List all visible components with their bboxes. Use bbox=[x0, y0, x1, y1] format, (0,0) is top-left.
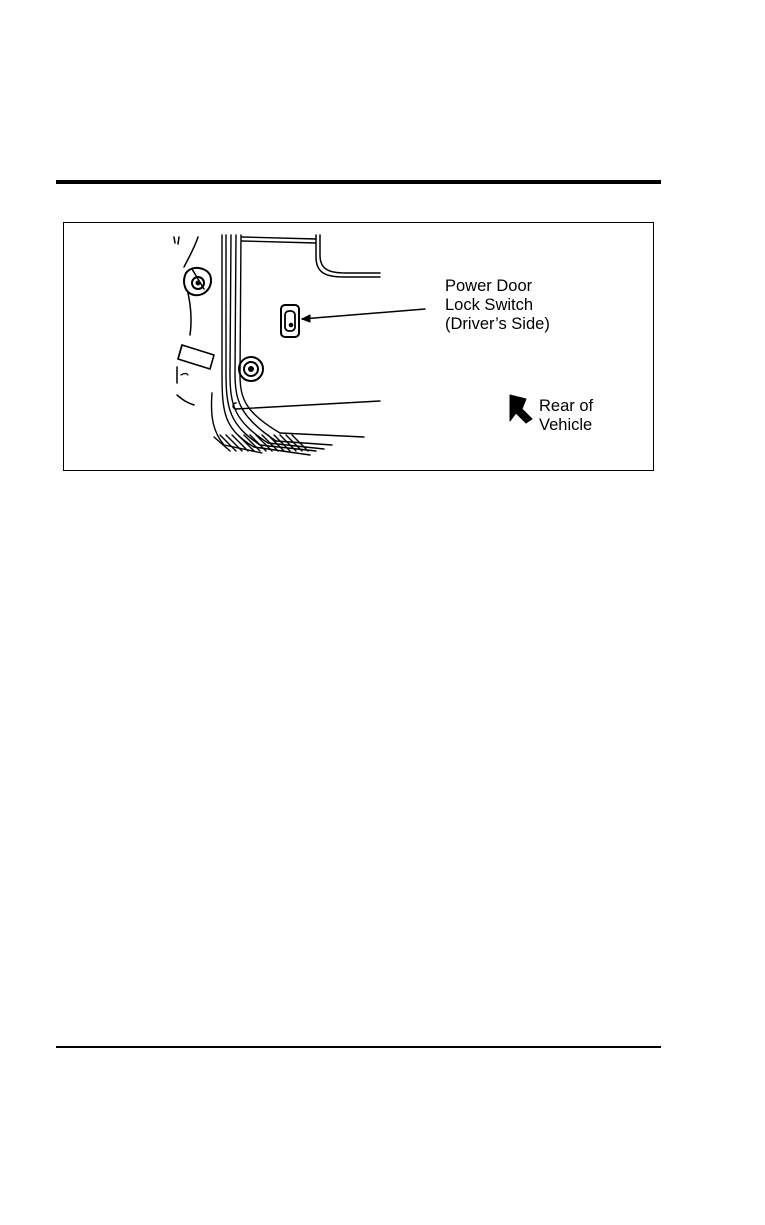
footer-rule bbox=[56, 1046, 661, 1048]
door-illustration-figure: Power Door Lock Switch (Driver’s Side) R… bbox=[63, 222, 654, 471]
door-lock-switch-icon bbox=[281, 305, 299, 337]
switch-callout-label: Power Door Lock Switch (Driver’s Side) bbox=[445, 277, 550, 334]
switch-leader-line bbox=[302, 309, 425, 322]
switch-callout-line3: (Driver’s Side) bbox=[445, 315, 550, 334]
rear-callout-line1: Rear of bbox=[539, 397, 593, 416]
weatherstrip-lines bbox=[212, 235, 365, 455]
switch-callout-line2: Lock Switch bbox=[445, 296, 550, 315]
switch-callout-line1: Power Door bbox=[445, 277, 550, 296]
rear-callout-label: Rear of Vehicle bbox=[539, 397, 593, 435]
grommet-icon bbox=[239, 357, 263, 381]
door-check-strap bbox=[178, 345, 214, 369]
rear-direction-arrow-icon bbox=[510, 395, 532, 423]
header-rule bbox=[56, 180, 661, 184]
rear-callout-line2: Vehicle bbox=[539, 416, 593, 435]
door-latch-icon bbox=[184, 268, 211, 295]
